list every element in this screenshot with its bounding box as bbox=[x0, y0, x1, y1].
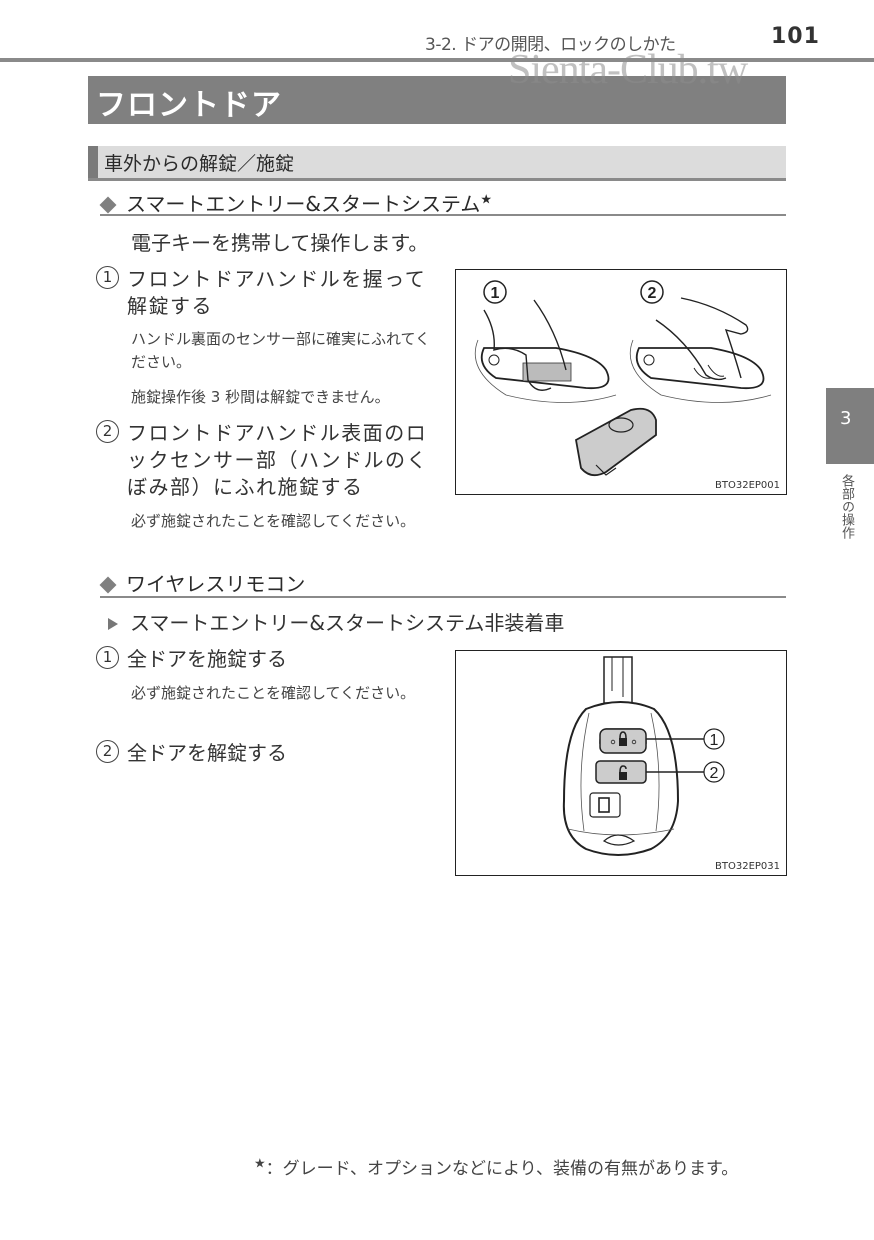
step-2-smart-entry: 2 フロントドアハンドル表面のロックセンサー部（ハンドルのくぼみ部）にふれ施錠す… bbox=[96, 420, 441, 501]
circled-number-2: 2 bbox=[96, 420, 119, 443]
circled-number-2: 2 bbox=[96, 740, 119, 763]
step-text: フロントドアハンドル表面のロックセンサー部（ハンドルのくぼみ部）にふれ施錠する bbox=[127, 421, 428, 499]
running-head: 3-2. ドアの開閉、ロックのしかた bbox=[425, 35, 676, 55]
chapter-tab[interactable] bbox=[826, 388, 874, 464]
page-number: 101 bbox=[771, 24, 820, 49]
star-icon: ★ bbox=[254, 1156, 266, 1172]
step-2-note-1: 必ず施錠されたことを確認してください。 bbox=[131, 512, 416, 530]
remote-key-illustration-icon: 1 2 bbox=[562, 656, 725, 856]
star-icon: ★ bbox=[480, 192, 493, 208]
svg-text:1: 1 bbox=[710, 732, 719, 749]
section-bar bbox=[88, 146, 786, 181]
step-text: 全ドアを解錠する bbox=[127, 741, 287, 765]
triangle-bullet-icon bbox=[108, 617, 118, 630]
condition-text: スマートエントリー&スタートシステム非装着車 bbox=[130, 611, 565, 635]
section-accent bbox=[88, 146, 98, 178]
circled-number-1: 1 bbox=[96, 266, 119, 289]
step-2-wireless: 2 全ドアを解錠する bbox=[96, 740, 441, 767]
chapter-number: 3 bbox=[840, 408, 852, 429]
step-1-note-1: 必ず施錠されたことを確認してください。 bbox=[131, 684, 416, 702]
figure-code: BTO32EP001 bbox=[715, 480, 780, 491]
subheading-wireless-remote: ワイヤレスリモコン bbox=[96, 568, 305, 597]
figure-door-handle: 1 2 BTO32EP001 bbox=[455, 269, 787, 495]
condition-line: スマートエントリー&スタートシステム非装着車 bbox=[100, 610, 564, 637]
header-rule bbox=[0, 58, 874, 62]
subheading-rule bbox=[100, 214, 786, 216]
step-text: フロントドアハンドルを握って解錠する bbox=[127, 267, 427, 318]
svg-text:1: 1 bbox=[491, 285, 500, 302]
subheading-text: スマートエントリー&スタートシステム bbox=[126, 192, 481, 216]
subheading-text: ワイヤレスリモコン bbox=[126, 572, 306, 596]
step-1-wireless: 1 全ドアを施錠する bbox=[96, 646, 441, 673]
circled-number-1: 1 bbox=[96, 646, 119, 669]
step-1-note-1: ハンドル裏面のセンサー部に確実にふれてください。 bbox=[131, 330, 431, 371]
section-heading: 車外からの解錠／施錠 bbox=[104, 153, 295, 175]
figure-remote-key: 1 2 BTO32EP031 bbox=[455, 650, 787, 876]
step-1-note-2: 施錠操作後 3 秒間は解錠できません。 bbox=[131, 388, 390, 406]
footnote: ★：グレード、オプションなどにより、装備の有無があります。 bbox=[254, 1154, 738, 1179]
title-bar bbox=[88, 76, 786, 124]
figure-code: BTO32EP031 bbox=[715, 861, 780, 872]
page-title: フロントドア bbox=[96, 88, 282, 123]
subheading-smart-entry: スマートエントリー&スタートシステム★ bbox=[96, 188, 492, 217]
door-handle-illustration-icon: 1 2 bbox=[474, 280, 772, 477]
watermark: Sienta-Club.tw bbox=[508, 47, 748, 93]
svg-text:2: 2 bbox=[648, 285, 657, 302]
svg-text:2: 2 bbox=[710, 765, 719, 782]
intro-text: 電子キーを携帯して操作します。 bbox=[131, 231, 429, 255]
chapter-label: 各部の操作 bbox=[839, 474, 854, 539]
step-1-smart-entry: 1 フロントドアハンドルを握って解錠する bbox=[96, 266, 441, 320]
diamond-bullet-icon bbox=[99, 196, 117, 213]
footnote-text: ：グレード、オプションなどにより、装備の有無があります。 bbox=[265, 1159, 739, 1179]
diamond-bullet-icon bbox=[99, 576, 117, 593]
subheading-rule bbox=[100, 596, 786, 598]
step-text: 全ドアを施錠する bbox=[127, 647, 287, 671]
